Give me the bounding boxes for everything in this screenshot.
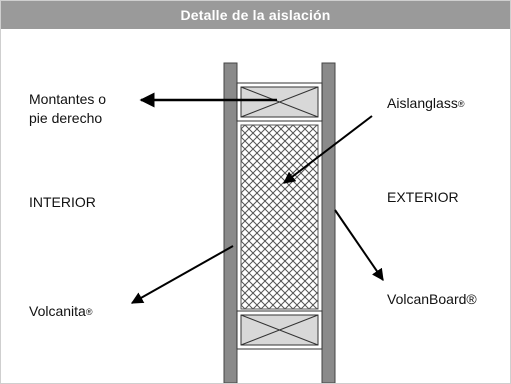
- label-montantes-line1: Montantes o: [29, 91, 107, 107]
- label-interior: INTERIOR: [29, 194, 96, 210]
- label-exterior: EXTERIOR: [387, 189, 459, 205]
- registered-mark: ®: [457, 99, 465, 109]
- label-volcanboard: VolcanBoard®: [387, 291, 477, 307]
- label-volcanita-text: Volcanita: [29, 303, 86, 319]
- volcanita-board: [223, 62, 238, 383]
- volcanboard-board: [321, 62, 336, 383]
- top-stud: [236, 82, 323, 122]
- label-volcanita: Volcanita®: [29, 302, 92, 322]
- label-montantes-line2: pie derecho: [29, 110, 103, 126]
- label-montantes: Montantes o pie derecho: [29, 90, 106, 128]
- label-aislanglass-text: Aislanglass: [387, 95, 458, 111]
- diagram-title: Detalle de la aislación: [1, 1, 510, 29]
- registered-mark: ®: [85, 307, 93, 317]
- aislanglass-insulation: [240, 124, 319, 310]
- arrow-volcanboard: [334, 209, 384, 281]
- arrow-volcanita: [130, 245, 234, 304]
- label-aislanglass: Aislanglass®: [387, 94, 464, 114]
- arrow-aislanglass: [283, 115, 373, 184]
- bottom-stud: [236, 310, 323, 350]
